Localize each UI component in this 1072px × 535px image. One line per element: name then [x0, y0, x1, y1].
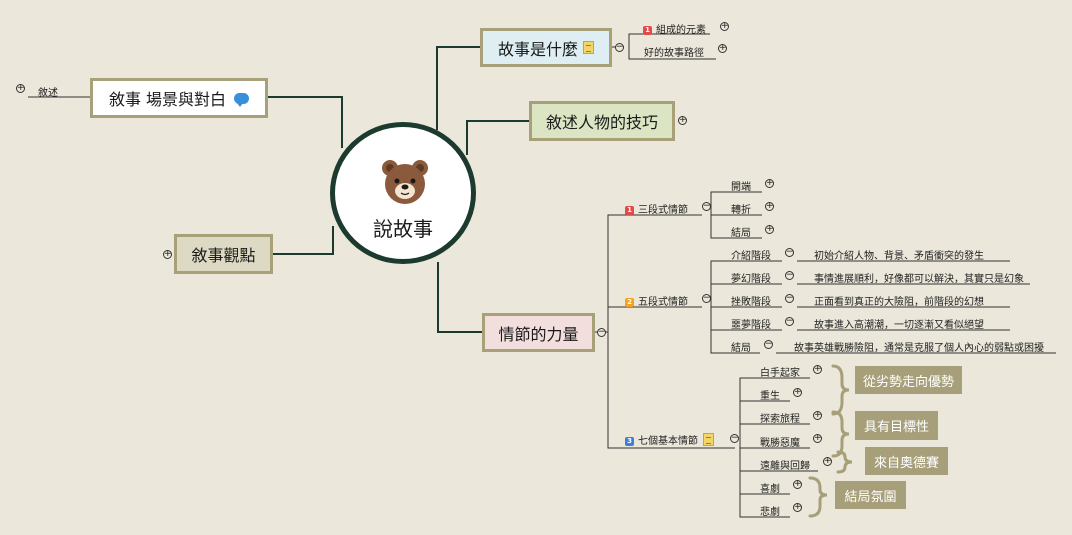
topic-character-label: 敘述人物的技巧	[545, 113, 658, 132]
collapse-toggle-stage[interactable]: −	[785, 316, 794, 326]
subtopic-elements[interactable]: 1 組成的元素	[643, 21, 706, 36]
speech-bubble-icon[interactable]	[234, 88, 250, 107]
five-act-desc: 故事進入高潮潮，一切逐漸又看似絕望	[814, 320, 984, 331]
topic-what-is-story[interactable]: 故事是什麼	[480, 28, 612, 67]
collapse-toggle-what-is-story[interactable]: −	[615, 42, 624, 52]
expand-toggle-plot[interactable]: +	[813, 410, 822, 420]
three-act-item[interactable]: 轉折	[731, 205, 751, 216]
branch-five-act[interactable]: 2 五段式情節	[625, 293, 688, 308]
five-act-stage[interactable]: 噩夢階段	[731, 320, 771, 331]
expand-toggle-good-path[interactable]: +	[718, 43, 727, 53]
summary-box[interactable]: 來自奧德賽	[865, 447, 948, 475]
topic-what-is-story-label: 故事是什麼	[497, 39, 578, 59]
expand-toggle-ending[interactable]: +	[765, 224, 774, 234]
seven-plot-item[interactable]: 白手起家	[760, 368, 800, 379]
seven-plot-item[interactable]: 遠離與回歸	[760, 461, 810, 472]
expand-toggle-plot[interactable]: +	[793, 479, 802, 489]
collapse-toggle-five-act[interactable]: −	[702, 293, 711, 303]
summary-box[interactable]: 從劣勢走向優勢	[855, 366, 962, 394]
branch-five-act-label: 五段式情節	[638, 297, 688, 308]
seven-plot-item[interactable]: 戰勝惡魔	[760, 438, 800, 449]
priority-1-icon: 1	[625, 206, 634, 215]
five-act-stage[interactable]: 夢幻階段	[731, 274, 771, 285]
expand-toggle-plot[interactable]: +	[813, 364, 822, 374]
subtopic-narration-label: 敘述	[38, 88, 58, 99]
collapse-toggle-stage[interactable]: −	[764, 339, 773, 349]
expand-toggle-viewpoint[interactable]: +	[163, 249, 172, 259]
expand-toggle-plot[interactable]: +	[823, 456, 832, 466]
subtopic-good-path[interactable]: 好的故事路徑	[644, 44, 704, 59]
priority-1-icon: 1	[643, 26, 652, 35]
note-icon[interactable]	[703, 433, 714, 446]
five-act-desc: 事情進展順利，好像都可以解決，其實只是幻象	[814, 274, 1024, 285]
seven-plot-item[interactable]: 重生	[760, 391, 780, 402]
topic-plot-power-label: 情節的力量	[498, 324, 579, 344]
collapse-toggle-stage[interactable]: −	[785, 247, 794, 257]
expand-toggle-plot[interactable]: +	[793, 502, 802, 512]
five-act-desc: 初始介紹人物、背景、矛盾衝突的發生	[814, 251, 984, 262]
topic-plot-power[interactable]: 情節的力量	[482, 313, 595, 352]
topic-character[interactable]: 敘述人物的技巧	[529, 101, 675, 141]
collapse-toggle-plot-power[interactable]: −	[597, 327, 606, 337]
five-act-stage[interactable]: 結局	[731, 343, 751, 354]
subtopic-good-path-label: 好的故事路徑	[644, 48, 704, 59]
branch-three-act[interactable]: 1 三段式情節	[625, 201, 688, 216]
summary-box[interactable]: 具有目標性	[855, 411, 938, 440]
collapse-toggle-three-act[interactable]: −	[702, 201, 711, 211]
branch-three-act-label: 三段式情節	[638, 205, 688, 216]
topic-scene-dialogue[interactable]: 敘事 場景與對白	[90, 78, 268, 118]
seven-plot-item[interactable]: 探索旅程	[760, 414, 800, 425]
three-act-item[interactable]: 開端	[731, 182, 751, 193]
seven-plot-item[interactable]: 喜劇	[760, 484, 780, 495]
priority-2-icon: 2	[625, 298, 634, 307]
topic-viewpoint[interactable]: 敘事觀點	[174, 234, 273, 274]
topic-viewpoint-label: 敘事觀點	[191, 246, 256, 265]
expand-toggle-opening[interactable]: +	[765, 178, 774, 188]
collapse-toggle-stage[interactable]: −	[785, 270, 794, 280]
expand-toggle-plot[interactable]: +	[793, 387, 802, 397]
topic-scene-dialogue-label: 敘事 場景與對白	[108, 90, 227, 109]
bear-face-icon	[382, 160, 428, 204]
subtopic-elements-label: 組成的元素	[656, 25, 706, 36]
subtopic-narration[interactable]: 敘述	[38, 84, 58, 99]
seven-plot-item[interactable]: 悲劇	[760, 507, 780, 518]
note-icon[interactable]	[583, 41, 594, 54]
branch-seven-plots[interactable]: 3 七個基本情節	[625, 432, 714, 447]
five-act-stage[interactable]: 挫敗階段	[731, 297, 771, 308]
central-topic-title: 說故事	[373, 217, 433, 241]
branch-seven-plots-label: 七個基本情節	[638, 436, 698, 447]
expand-toggle-elements[interactable]: +	[720, 21, 729, 31]
expand-toggle-plot[interactable]: +	[813, 433, 822, 443]
priority-3-icon: 3	[625, 437, 634, 446]
collapse-toggle-stage[interactable]: −	[785, 293, 794, 303]
summary-box[interactable]: 結局氛圍	[835, 481, 906, 509]
five-act-stage[interactable]: 介紹階段	[731, 251, 771, 262]
expand-toggle-turn[interactable]: +	[765, 201, 774, 211]
five-act-desc: 正面看到真正的大險阻，前階段的幻想	[814, 297, 984, 308]
five-act-desc: 故事英雄戰勝險阻，通常是克服了個人內心的弱點或困擾	[794, 343, 1044, 354]
central-topic[interactable]: 說故事	[330, 122, 476, 264]
expand-toggle-character[interactable]: +	[678, 115, 687, 125]
expand-toggle-narration[interactable]: +	[16, 83, 25, 93]
three-act-item[interactable]: 結局	[731, 228, 751, 239]
collapse-toggle-seven-plots[interactable]: −	[730, 433, 739, 443]
